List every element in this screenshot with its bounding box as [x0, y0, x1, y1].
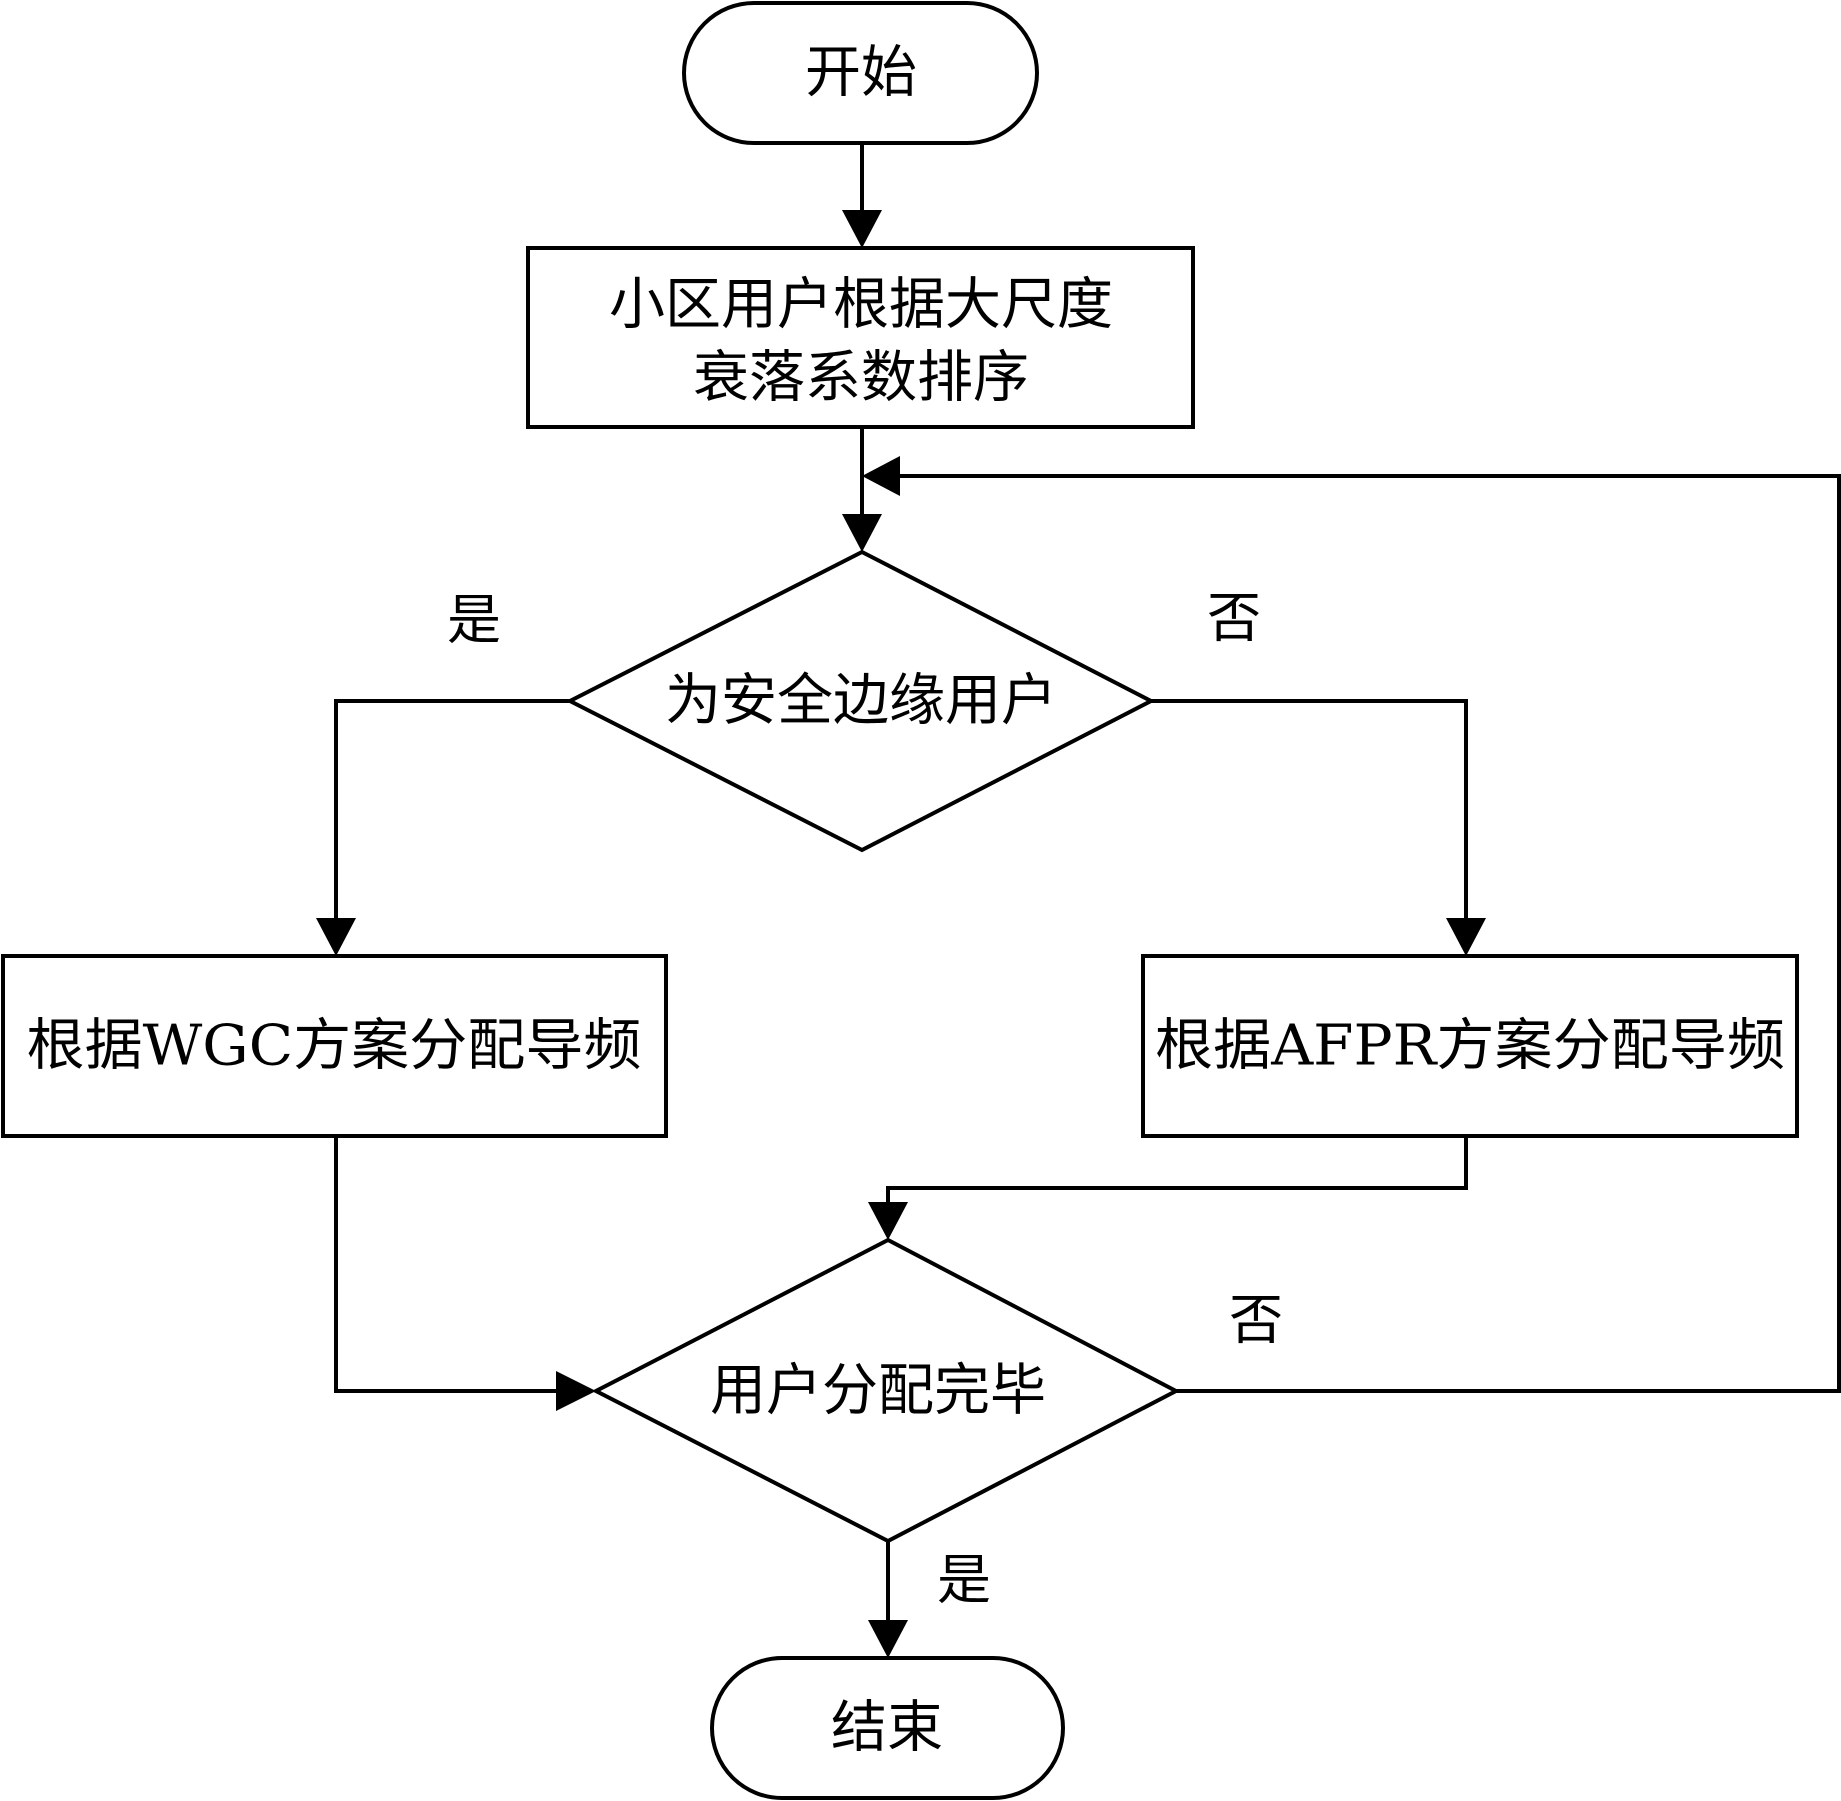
- done-decision-label: 用户分配完毕: [710, 1359, 1046, 1424]
- arrowhead-check-no-to-afpr: [1446, 918, 1486, 956]
- done-no-label: 否: [1229, 1289, 1283, 1352]
- arrowhead-start-to-sort: [842, 210, 882, 248]
- done-yes-label: 是: [937, 1549, 991, 1612]
- edge-user-decision-label: 为安全边缘用户: [665, 669, 1057, 734]
- sort-process-box: [526, 246, 1195, 429]
- arrowhead-done-yes-to-end: [868, 1620, 908, 1658]
- check-yes-label: 是: [447, 589, 501, 652]
- edge-check-no-to-afpr: [1151, 699, 1468, 924]
- end-label: 结束: [831, 1696, 943, 1761]
- done-decision: [591, 1237, 1181, 1544]
- arrowhead-sort-to-check: [842, 514, 882, 552]
- arrowhead-check-yes-to-wgc: [316, 918, 356, 956]
- edge-check-yes-to-wgc: [334, 699, 570, 924]
- afpr-process-box: [1141, 954, 1799, 1138]
- edge-done-no-loop: [894, 474, 1841, 1393]
- arrowhead-done-no-loop: [862, 456, 900, 496]
- arrowhead-wgc-to-done-check: [556, 1371, 596, 1411]
- end-terminal: [710, 1656, 1065, 1800]
- wgc-label: 根据WGC方案分配导频: [27, 1014, 642, 1079]
- sort-label-line1: 小区用户根据大尺度: [609, 273, 1113, 338]
- wgc-process-box: [1, 954, 668, 1138]
- edge-user-decision: [565, 549, 1156, 853]
- edge-afpr-to-done-check: [886, 1136, 1468, 1208]
- edge-wgc-to-done-check: [334, 1136, 562, 1393]
- arrowhead-afpr-to-done-check: [868, 1202, 908, 1240]
- afpr-label: 根据AFPR方案分配导频: [1155, 1014, 1785, 1079]
- check-no-label: 否: [1207, 587, 1261, 650]
- start-terminal: [682, 1, 1039, 145]
- start-label: 开始: [805, 41, 917, 106]
- sort-label-line2: 衰落系数排序: [693, 346, 1029, 411]
